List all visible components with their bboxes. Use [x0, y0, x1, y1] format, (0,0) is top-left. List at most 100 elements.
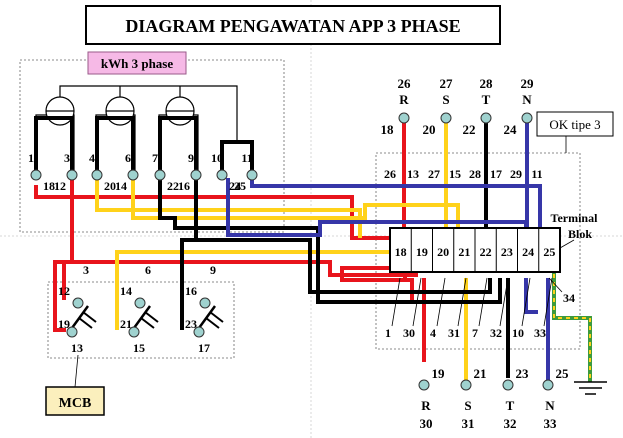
- mcb-bottom-number: 15: [133, 341, 145, 355]
- ok-top-number: 11: [531, 167, 542, 181]
- terminal-cell-number: 20: [437, 245, 449, 259]
- mcb-label-box: MCB: [45, 386, 105, 416]
- mcb-switch-bar: [140, 317, 155, 329]
- terminal-cell-number: 25: [543, 245, 555, 259]
- top-phase-name: N: [522, 92, 532, 107]
- top-phase-wire: 22: [463, 122, 476, 137]
- wire-black-kwh-to-block: [158, 178, 502, 304]
- wire-black-block-loop: [194, 178, 492, 294]
- mcb-input-number: 6: [145, 263, 151, 277]
- top-phase-node: [440, 112, 452, 124]
- kwh-wire-number: 20: [104, 179, 116, 193]
- title-box: DIAGRAM PENGAWATAN APP 3 PHASE: [85, 5, 501, 45]
- ok-bottom-leader: [436, 277, 446, 327]
- mcb-mid-number: 21: [120, 317, 132, 331]
- kwh-terminal-number: 6: [125, 151, 131, 165]
- kwh-terminal-number: 3: [64, 151, 70, 165]
- kwh-terminal-node: [127, 169, 139, 181]
- ok-bottom-number: 1: [385, 326, 391, 340]
- mcb-label-leader: [74, 354, 79, 388]
- ok-bottom-number: 30: [403, 326, 415, 340]
- wire-black-mcb: [180, 238, 200, 330]
- kwh-wire-number: 16: [178, 179, 190, 193]
- top-phase-number: 26: [398, 76, 412, 91]
- top-phase-wire: 24: [504, 122, 518, 137]
- bottom-phase-node: [502, 379, 514, 391]
- kwh-wire-number: 24: [229, 179, 241, 193]
- ok-bottom-leader: [543, 277, 553, 327]
- bottom-phase-wire: 21: [474, 366, 487, 381]
- top-phase-number: 28: [480, 76, 494, 91]
- ground-wire: [552, 258, 592, 382]
- ok-bottom-number: 10: [512, 326, 524, 340]
- kwh-internal-thick: [34, 116, 254, 172]
- kwh-label: kWh 3 phase: [101, 56, 173, 71]
- bottom-phase-name: S: [464, 398, 471, 413]
- bottom-phase-number: 32: [504, 416, 517, 431]
- ok-bottom-number: 7: [472, 326, 478, 340]
- wires: [34, 123, 550, 380]
- mcb-bottom-node: [66, 326, 78, 338]
- terminal-cell-number: 21: [458, 245, 470, 259]
- terminal-cell-number: 19: [416, 245, 428, 259]
- ok-top-number: 15: [449, 167, 461, 181]
- terminal-label-leader: [559, 239, 575, 249]
- kwh-terminal-node: [30, 169, 42, 181]
- top-phase-name: R: [399, 92, 409, 107]
- kwh-terminal-node: [66, 169, 78, 181]
- kwh-wire-number: 18: [43, 179, 55, 193]
- kwh-wire-number: 25: [234, 179, 246, 193]
- terminal-cell-number: 24: [522, 245, 534, 259]
- ok-bottom-leader: [457, 277, 467, 327]
- bottom-phase-number: 33: [544, 416, 558, 431]
- ok-bottom-leader: [521, 277, 531, 327]
- wire-blue-block-return: [524, 278, 538, 314]
- kwh-terminal-node: [216, 169, 228, 181]
- bottom-phase-number: 30: [420, 416, 433, 431]
- mcb-top-node: [134, 297, 146, 309]
- ground-leader: [548, 277, 563, 293]
- mcb-top-number: 16: [185, 284, 197, 298]
- ok-bottom-number: 32: [490, 326, 502, 340]
- ok-bottom-number: 31: [448, 326, 460, 340]
- mcb-switch-lever: [70, 305, 90, 329]
- kwh-terminal-number: 11: [241, 151, 252, 165]
- mcb-bottom-node: [128, 326, 140, 338]
- top-phase-number: 27: [440, 76, 454, 91]
- kwh-wire-number: 22: [167, 179, 179, 193]
- bottom-phase-name: T: [506, 398, 515, 413]
- mcb-bottom-node: [193, 326, 205, 338]
- mcb-switch-bar: [205, 317, 220, 329]
- wire-red-kwh-to-block: [34, 185, 390, 240]
- bottom-phase-name: N: [545, 398, 555, 413]
- terminal-label-line1: Terminal: [551, 211, 599, 225]
- mcb-input-number: 9: [210, 263, 216, 277]
- terminal-cell-number: 22: [480, 245, 492, 259]
- bottom-phase-wire: 25: [556, 366, 570, 381]
- kwh-wire-number: 12: [54, 179, 66, 193]
- kwh-terminal-node: [91, 169, 103, 181]
- mcb-enclosure: [47, 281, 235, 359]
- wire-red-kwh3-to-mcb: [53, 180, 74, 332]
- top-phase-name: T: [482, 92, 491, 107]
- mcb-input-number: 3: [83, 263, 89, 277]
- ground-label: 34: [563, 291, 575, 305]
- kwh-terminal-number: 7: [152, 151, 158, 165]
- mcb-label: MCB: [59, 396, 92, 411]
- kwh-terminal-number: 4: [89, 151, 95, 165]
- mcb-top-number: 14: [120, 284, 132, 298]
- mcb-switch-lever: [197, 305, 217, 329]
- terminal-cell-number: 23: [501, 245, 513, 259]
- bottom-phase-node: [542, 379, 554, 391]
- kwh-terminal-node: [190, 169, 202, 181]
- mcb-bottom-number: 13: [71, 341, 83, 355]
- mcb-switch-bar: [82, 311, 97, 323]
- top-phase-number: 29: [521, 76, 535, 91]
- ok-label-box: OK tipe 3: [536, 111, 614, 137]
